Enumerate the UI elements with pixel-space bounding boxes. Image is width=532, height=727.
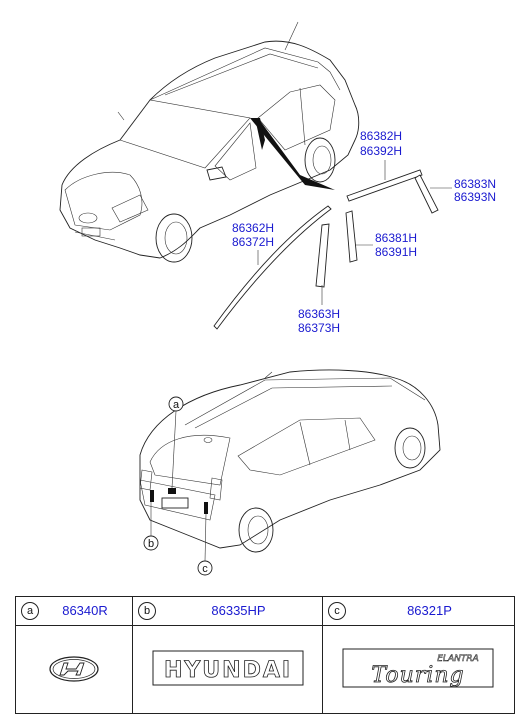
part-number-86383n: 86383N <box>454 177 496 191</box>
part-strip-86382h[interactable] <box>346 160 423 202</box>
legend-code-b: 86335HP <box>211 603 266 618</box>
label-86383n: 86383N 86393N <box>454 177 496 204</box>
hyundai-wordmark-emblem: HYUNDAI <box>133 625 322 713</box>
part-number-86373h: 86373H <box>298 321 340 335</box>
callout-b-letter: b <box>148 538 154 550</box>
part-number-86362h: 86362H <box>232 221 274 235</box>
touring-text: Touring <box>371 663 464 688</box>
label-86382h: 86382H 86392H <box>360 129 402 158</box>
legend-cell-a[interactable]: a 86340R <box>16 597 133 713</box>
legend-cell-b[interactable]: b 86335HP HYUNDAI <box>133 597 323 713</box>
legend-code-a: 86340R <box>62 603 108 618</box>
legend-header-a: a 86340R <box>16 597 132 626</box>
part-strip-86363h[interactable] <box>315 223 330 305</box>
part-strip-86383n[interactable] <box>414 174 452 214</box>
part-number-86392h: 86392H <box>360 144 402 158</box>
hyundai-wordmark-text: HYUNDAI <box>164 658 292 683</box>
part-strip-86362h[interactable] <box>213 205 332 330</box>
legend-letter-b: b <box>138 602 156 620</box>
label-86363h: 86363H 86373H <box>298 307 340 335</box>
elantra-touring-emblem: ELANTRA Touring <box>323 625 514 713</box>
part-number-86363h: 86363H <box>298 307 340 321</box>
part-number-86372h: 86372H <box>232 235 274 249</box>
emblem-b-marker <box>150 490 154 502</box>
part-number-86382h: 86382H <box>360 129 402 143</box>
part-number-86391h: 86391H <box>375 245 417 259</box>
part-number-86381h: 86381H <box>375 231 417 245</box>
legend-cell-c[interactable]: c 86321P ELANTRA Touring <box>323 597 514 713</box>
hyundai-logo-emblem <box>16 625 132 713</box>
legend-header-c: c 86321P <box>323 597 514 626</box>
label-86381h: 86381H 86391H <box>375 231 417 259</box>
callout-c-letter: c <box>202 563 208 575</box>
emblem-legend-table: a 86340R b 86335HP HYUNDAI c 86321P <box>15 596 515 714</box>
callout-b[interactable]: b <box>143 502 159 551</box>
callout-c[interactable]: c <box>197 513 213 576</box>
emblem-c-marker <box>204 502 208 514</box>
rear-car-illustration <box>139 369 441 553</box>
legend-letter-c: c <box>328 602 346 620</box>
front-car-illustration <box>59 21 360 263</box>
legend-header-b: b 86335HP <box>133 597 322 626</box>
legend-letter-a: a <box>21 602 39 620</box>
legend-code-c: 86321P <box>407 603 452 618</box>
callout-a-letter: a <box>173 399 180 411</box>
part-strip-86381h[interactable] <box>345 210 373 263</box>
label-86362h: 86362H 86372H <box>232 221 274 249</box>
emblem-a-marker <box>168 488 176 494</box>
callout-a[interactable]: a <box>168 396 184 489</box>
part-number-86393n: 86393N <box>454 190 496 204</box>
elantra-text: ELANTRA <box>437 654 479 664</box>
